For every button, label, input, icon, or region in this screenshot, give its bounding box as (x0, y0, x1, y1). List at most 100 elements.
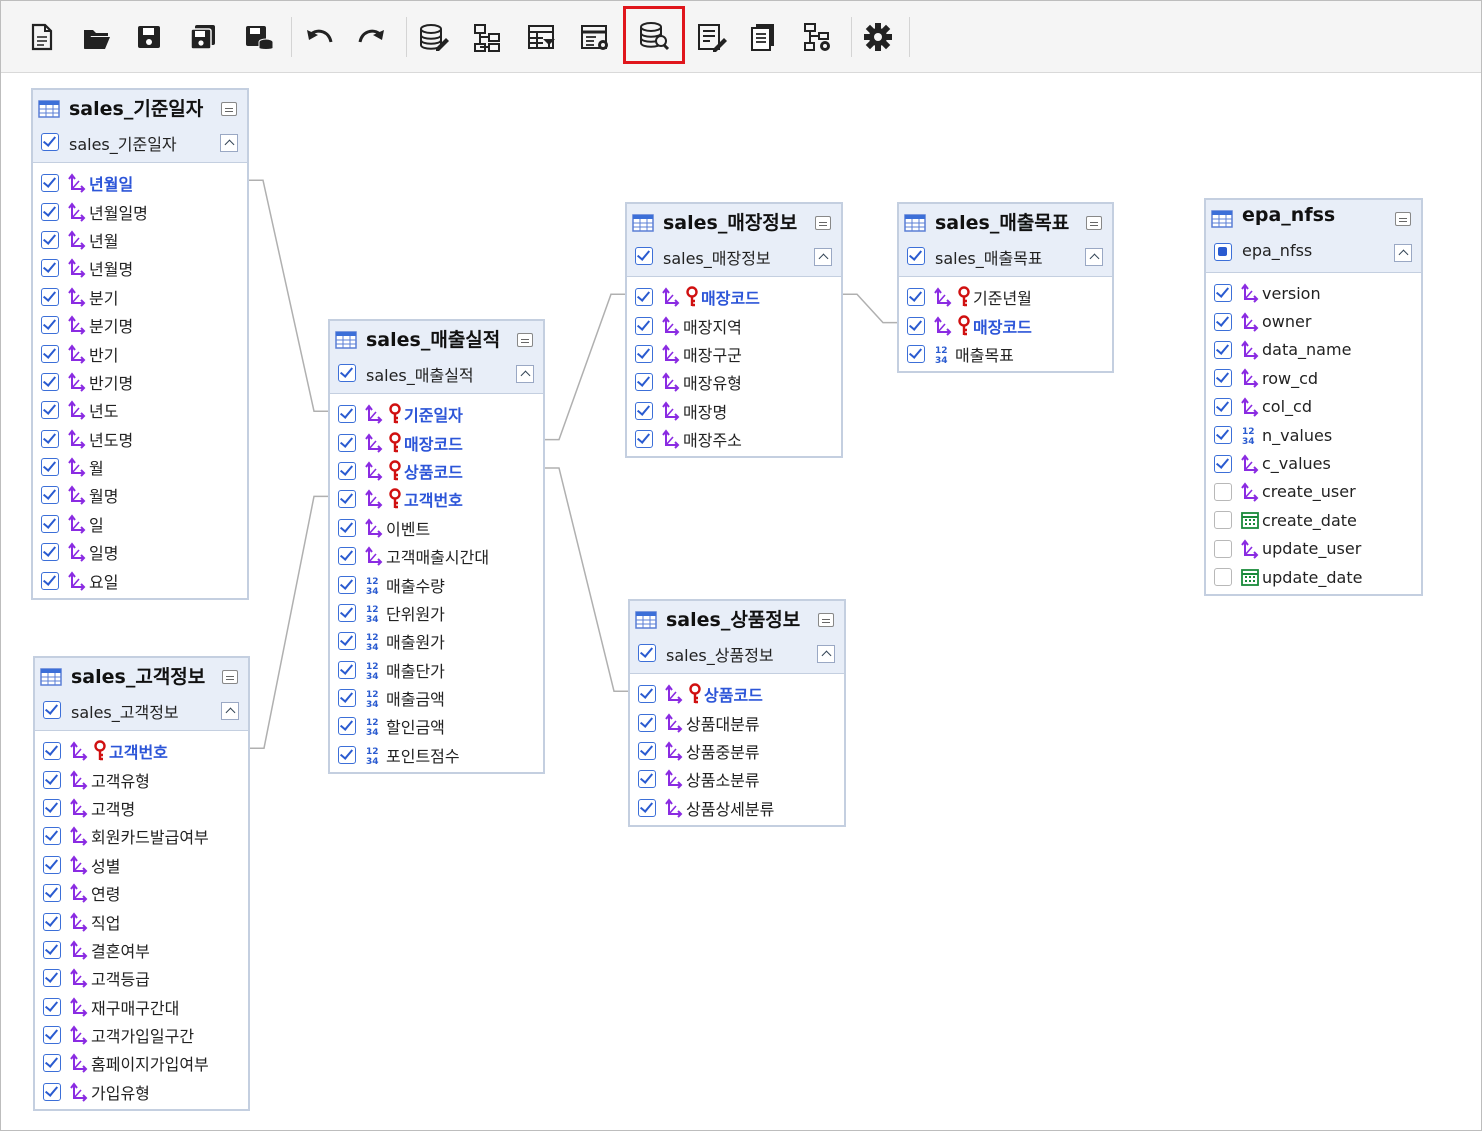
column-row[interactable]: 연령 (35, 879, 248, 907)
column-row[interactable]: 회원카드발급여부 (35, 822, 248, 850)
database-search-button[interactable] (623, 6, 685, 64)
save-all-button[interactable] (183, 15, 223, 59)
column-checkbox[interactable] (41, 174, 59, 193)
column-row[interactable]: 기준년월 (899, 283, 1112, 311)
column-row[interactable]: 상품코드 (330, 457, 543, 485)
column-checkbox[interactable] (41, 202, 59, 221)
column-row[interactable]: 년월명 (33, 254, 247, 282)
table-menu-button[interactable] (221, 102, 237, 116)
document-copy-button[interactable] (743, 15, 783, 59)
column-row[interactable]: 상품중분류 (630, 737, 844, 765)
column-row[interactable]: data_name (1206, 336, 1421, 364)
column-checkbox[interactable] (1214, 568, 1232, 587)
column-checkbox[interactable] (1214, 340, 1232, 359)
column-row[interactable]: 매장코드 (627, 283, 841, 311)
column-checkbox[interactable] (635, 316, 653, 335)
column-checkbox[interactable] (1214, 397, 1232, 416)
column-row[interactable]: 매장코드 (330, 428, 543, 456)
table-menu-button[interactable] (1395, 212, 1411, 226)
table-settings-button[interactable] (575, 15, 615, 59)
column-row[interactable]: create_user (1206, 478, 1421, 506)
column-checkbox[interactable] (41, 401, 59, 420)
table-alias-checkbox[interactable] (1214, 243, 1232, 261)
column-row[interactable]: 고객번호 (330, 485, 543, 513)
column-checkbox[interactable] (638, 685, 656, 704)
column-checkbox[interactable] (1214, 539, 1232, 558)
table-menu-button[interactable] (1086, 216, 1102, 230)
column-row[interactable]: 직업 (35, 907, 248, 935)
column-checkbox[interactable] (43, 827, 61, 846)
save-database-button[interactable] (238, 15, 278, 59)
column-checkbox[interactable] (41, 259, 59, 278)
table-alias-checkbox[interactable] (43, 701, 61, 719)
sql-edit-button[interactable] (691, 15, 731, 59)
column-row[interactable]: 매장유형 (627, 368, 841, 396)
column-checkbox[interactable] (41, 344, 59, 363)
column-checkbox[interactable] (1214, 454, 1232, 473)
column-checkbox[interactable] (43, 770, 61, 789)
column-checkbox[interactable] (338, 632, 356, 651)
column-checkbox[interactable] (907, 344, 925, 363)
table-menu-button[interactable] (222, 670, 238, 684)
column-checkbox[interactable] (638, 713, 656, 732)
table-menu-button[interactable] (517, 333, 533, 347)
column-checkbox[interactable] (41, 287, 59, 306)
collapse-button[interactable] (814, 248, 832, 266)
column-checkbox[interactable] (43, 969, 61, 988)
gear-button[interactable] (858, 15, 898, 59)
column-checkbox[interactable] (635, 373, 653, 392)
column-checkbox[interactable] (41, 316, 59, 335)
column-checkbox[interactable] (338, 745, 356, 764)
column-checkbox[interactable] (635, 401, 653, 420)
column-checkbox[interactable] (43, 884, 61, 903)
column-checkbox[interactable] (338, 433, 356, 452)
table-menu-button[interactable] (815, 216, 831, 230)
column-row[interactable]: 요일 (33, 566, 247, 594)
column-checkbox[interactable] (907, 316, 925, 335)
column-checkbox[interactable] (338, 405, 356, 424)
collapse-button[interactable] (220, 134, 238, 152)
column-row[interactable]: create_date (1206, 506, 1421, 534)
table-menu-button[interactable] (818, 613, 834, 627)
column-checkbox[interactable] (41, 230, 59, 249)
column-checkbox[interactable] (41, 486, 59, 505)
column-row[interactable]: 고객매출시간대 (330, 542, 543, 570)
collapse-button[interactable] (516, 365, 534, 383)
column-checkbox[interactable] (43, 912, 61, 931)
column-row[interactable]: 결혼여부 (35, 936, 248, 964)
column-checkbox[interactable] (1214, 426, 1232, 445)
column-checkbox[interactable] (907, 288, 925, 307)
column-row[interactable]: 상품대분류 (630, 708, 844, 736)
column-row[interactable]: c_values (1206, 449, 1421, 477)
column-checkbox[interactable] (43, 855, 61, 874)
column-checkbox[interactable] (41, 514, 59, 533)
table-alias-checkbox[interactable] (635, 247, 653, 265)
column-checkbox[interactable] (635, 288, 653, 307)
column-checkbox[interactable] (638, 770, 656, 789)
column-checkbox[interactable] (338, 603, 356, 622)
column-row[interactable]: col_cd (1206, 393, 1421, 421)
column-checkbox[interactable] (43, 940, 61, 959)
column-checkbox[interactable] (338, 660, 356, 679)
hierarchy-settings-button[interactable] (797, 15, 837, 59)
column-checkbox[interactable] (41, 458, 59, 477)
column-row[interactable]: 성별 (35, 851, 248, 879)
